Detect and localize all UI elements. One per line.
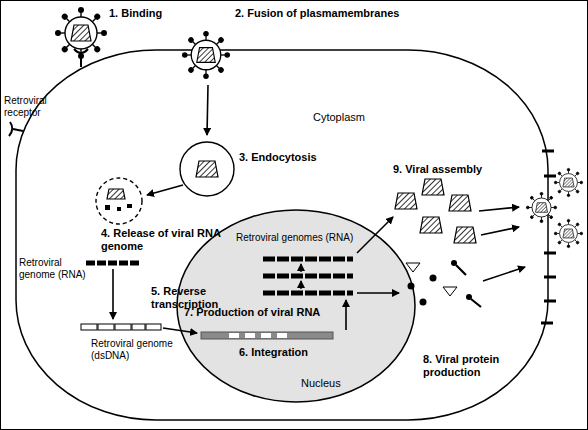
protein-bar xyxy=(544,252,556,255)
endosome-vesicle xyxy=(180,142,234,196)
protein-bar xyxy=(544,300,556,303)
dna-segment xyxy=(81,324,97,330)
capsid-symbol xyxy=(422,179,444,195)
step-label: 4. Release of viral RNA genome xyxy=(101,227,221,253)
rna-strand xyxy=(263,291,353,296)
broken-capsid xyxy=(107,189,125,199)
receptor-stalk xyxy=(13,129,23,131)
capsid-fragment xyxy=(127,204,132,208)
protein-stalk xyxy=(471,299,481,307)
flow-arrow xyxy=(207,85,208,135)
virus-particle xyxy=(526,192,556,222)
flow-arrow xyxy=(357,292,399,294)
capsid-symbol xyxy=(395,193,417,209)
flow-arrow xyxy=(479,207,519,211)
capsid-symbol xyxy=(449,195,471,211)
genome-label: Retroviral genomes (RNA) xyxy=(236,232,353,244)
viral-protein xyxy=(430,275,437,282)
step-label: 1. Binding xyxy=(109,7,162,20)
uncoating-vesicle xyxy=(96,178,142,224)
protein-bar xyxy=(544,276,556,279)
receptor-cup xyxy=(9,122,12,136)
flow-arrow xyxy=(481,227,519,235)
dsdna-strand xyxy=(81,324,161,330)
dna-segment xyxy=(98,324,114,330)
flow-arrow xyxy=(300,281,301,289)
step-label: 9. Viral assembly xyxy=(393,163,482,176)
flow-arrow xyxy=(357,217,393,253)
step-label: 8. Viral protein production xyxy=(423,353,523,379)
dna-segment xyxy=(146,324,161,330)
provirus-segment xyxy=(229,333,239,338)
rna-strand xyxy=(263,274,353,279)
protein-bar xyxy=(541,322,553,325)
rna-strand xyxy=(86,261,141,266)
flow-arrow xyxy=(483,267,525,281)
capsid-symbol xyxy=(454,227,476,243)
cell-membrane-outline xyxy=(16,50,548,420)
flow-arrow xyxy=(112,269,114,319)
flow-arrow xyxy=(163,328,197,333)
viral-protein xyxy=(420,299,427,306)
dna-segment xyxy=(132,324,145,330)
capsid-symbol xyxy=(420,217,442,233)
step-label: 2. Fusion of plasmamembranes xyxy=(235,7,399,20)
capsid-fragment xyxy=(117,207,121,211)
viral-protein xyxy=(443,287,457,296)
protein-bar xyxy=(544,175,556,178)
rna-strand xyxy=(263,257,353,262)
virus-particle xyxy=(554,168,582,196)
step-label: 3. Endocytosis xyxy=(239,151,317,164)
viral-protein xyxy=(406,263,420,272)
flow-arrow xyxy=(147,185,183,195)
host-dna xyxy=(201,332,333,339)
flow-arrow xyxy=(345,300,347,330)
receptor-symbol xyxy=(74,49,88,67)
receptor-symbol xyxy=(9,122,23,136)
part-label: Retroviral receptor xyxy=(4,95,64,119)
flow-arrow xyxy=(300,264,301,272)
virus-particle xyxy=(56,8,107,59)
virus-particle xyxy=(183,32,230,79)
cell-membrane: Cytoplasm 3. Endocytosis 4. Release of vir… xyxy=(15,49,549,421)
genome-label: Retroviral genome (dsDNA) xyxy=(91,338,193,362)
receptor-stalk xyxy=(80,55,82,67)
protein-stalk xyxy=(456,265,466,275)
region-label: Cytoplasm xyxy=(313,111,365,124)
step-label: 6. Integration xyxy=(239,346,308,359)
protein-head xyxy=(466,294,472,300)
protein-head xyxy=(451,260,457,266)
virus-particle xyxy=(554,219,582,247)
membrane-protein xyxy=(541,151,556,323)
envelope-protein xyxy=(456,265,481,307)
provirus-segment xyxy=(277,333,287,338)
provirus-segment xyxy=(245,333,255,338)
protein-bar xyxy=(542,150,554,153)
nucleus-ellipse-outline xyxy=(177,210,415,402)
genome-label: Retroviral genome (RNA) xyxy=(19,257,97,281)
dna-segment xyxy=(115,324,131,330)
capsid-fragment xyxy=(105,205,110,210)
region-label: Nucleus xyxy=(301,377,341,390)
capsid-symbol xyxy=(196,161,218,177)
provirus-segment xyxy=(261,333,271,338)
step-label: 5. Reverse transcription xyxy=(151,285,236,311)
viral-protein xyxy=(408,283,415,290)
receptor-cup xyxy=(74,49,88,53)
